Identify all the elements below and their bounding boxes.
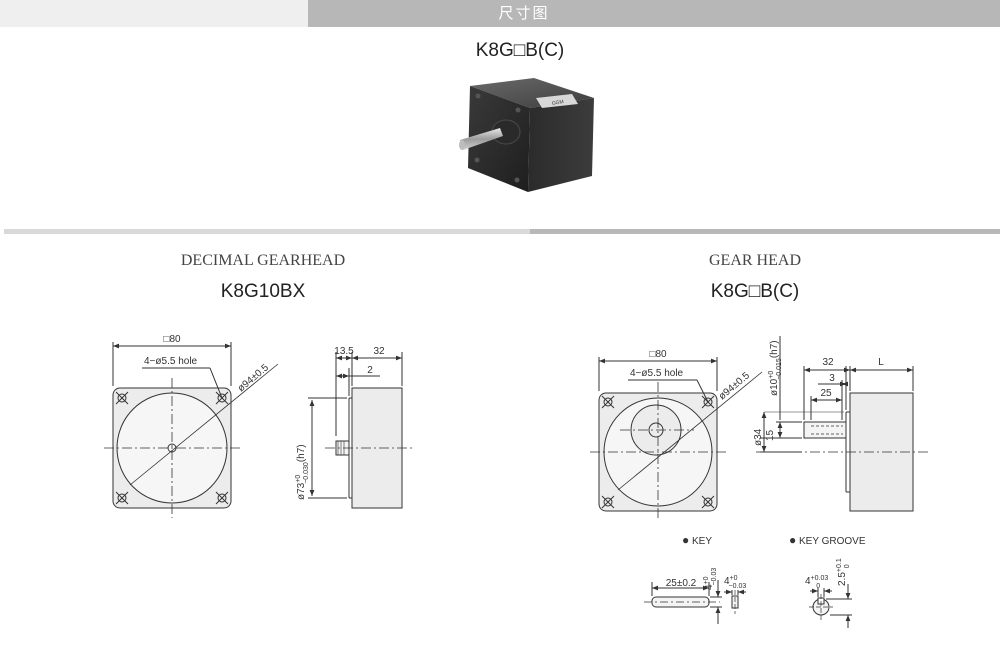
key-groove-label-bullet: ● <box>789 533 796 547</box>
left-side-view <box>308 352 412 509</box>
section-divider-left <box>4 229 530 234</box>
right-section-subtitle: GEAR HEAD <box>709 252 801 269</box>
left-dim-pilot-sup: +0 <box>295 475 302 483</box>
right-output-shaft <box>803 421 847 439</box>
right-dim-32: 32 <box>822 357 834 368</box>
key-dim-length: 25±0.2 <box>666 578 697 589</box>
groove-dim-depth-sub: 0 <box>844 564 851 568</box>
right-dim-shaft-sub: −0.015 <box>776 358 783 380</box>
groove-dim-width-sup: +0.03 <box>811 575 829 582</box>
product-label-plate <box>536 94 578 108</box>
left-side-body <box>351 387 403 509</box>
mount-screw <box>514 177 520 183</box>
right-dim-3: 3 <box>829 373 835 384</box>
product-model: K8G□B(C) <box>475 40 565 61</box>
key-label-bullet: ● <box>682 533 689 547</box>
right-dim-pcd: ø94±0.5 <box>717 370 752 402</box>
right-dim-25: 25 <box>820 388 832 399</box>
header-title: 尺寸图 <box>498 5 550 22</box>
left-dim-hole: 4−ø5.5 hole <box>144 356 198 367</box>
groove-dim-width-base: 4 <box>805 576 811 587</box>
left-section-subtitle: DECIMAL GEARHEAD <box>180 252 346 269</box>
left-section-model: K8G10BX <box>220 281 306 302</box>
key-detail <box>644 580 746 624</box>
key-groove-detail <box>809 584 852 628</box>
key-dim-width-sub: −0.03 <box>729 583 747 590</box>
key-dim-height-sup: +0 <box>703 576 710 584</box>
header-bar-right <box>308 0 1000 27</box>
gearbox-side-face <box>528 98 594 192</box>
key-dim-width: 4+0−0.03 <box>724 575 746 590</box>
output-shaft <box>460 128 503 150</box>
left-centerlines <box>104 378 242 518</box>
right-dim-shaft: ø10+0−0.015(h7) <box>768 340 783 396</box>
left-dim-pcd: ø94±0.5 <box>236 362 271 394</box>
section-divider-right <box>530 229 1000 234</box>
right-side-view <box>756 336 930 512</box>
key-dim-height-sub: −0.03 <box>711 568 718 586</box>
product-label-text: GGM <box>551 99 564 107</box>
right-dim-34: ø34 <box>753 428 764 446</box>
mount-screw <box>474 157 480 163</box>
left-front-view <box>104 342 279 518</box>
right-centerlines <box>590 382 728 520</box>
key-dim-width-base: 4 <box>724 576 730 587</box>
left-dim-32: 32 <box>373 346 385 357</box>
right-dim-shaft-tail: (h7) <box>769 340 780 358</box>
left-dim-pilot-base: ø73 <box>296 482 307 500</box>
left-dim-pilot-sub: −0.030 <box>303 462 310 484</box>
groove-dim-depth: 2.5+0.10 <box>836 558 851 586</box>
right-section-model: K8G□B(C) <box>710 281 800 302</box>
left-dim-13-5: 13.5 <box>334 346 354 357</box>
groove-dim-depth-sup: +0.1 <box>836 558 843 572</box>
groove-dim-width-sub: 0 <box>816 583 820 590</box>
right-dim-shaft-base: ø10 <box>769 378 780 396</box>
right-dim-square: □80 <box>649 349 667 360</box>
right-dim-hole: 4−ø5.5 hole <box>630 368 684 379</box>
key-groove-label: KEY GROOVE <box>799 536 866 547</box>
key-dim-height: 4+0−0.03 <box>703 568 718 590</box>
mount-screw <box>475 93 481 99</box>
left-dim-pilot: ø73+0−0.030(h7) <box>295 444 310 500</box>
product-photo: GGM <box>459 78 594 192</box>
left-dim-pilot-tail: (h7) <box>296 444 307 462</box>
key-dim-width-sup: +0 <box>730 575 738 582</box>
mount-screw <box>515 107 521 113</box>
left-dim-square: □80 <box>163 334 181 345</box>
left-dim-2: 2 <box>367 365 373 376</box>
key-dim-height-base: 4 <box>704 584 715 590</box>
right-dim-15: 15 <box>765 429 776 441</box>
header-bar-left <box>0 0 308 27</box>
header-bar: 尺寸图 <box>0 0 1000 27</box>
right-dim-shaft-sup: +0 <box>768 371 775 379</box>
groove-dim-depth-base: 2.5 <box>837 572 848 586</box>
shaft-end <box>459 140 465 150</box>
right-dim-L: L <box>878 357 884 368</box>
right-front-view <box>590 357 763 520</box>
key-label: KEY <box>692 536 712 547</box>
